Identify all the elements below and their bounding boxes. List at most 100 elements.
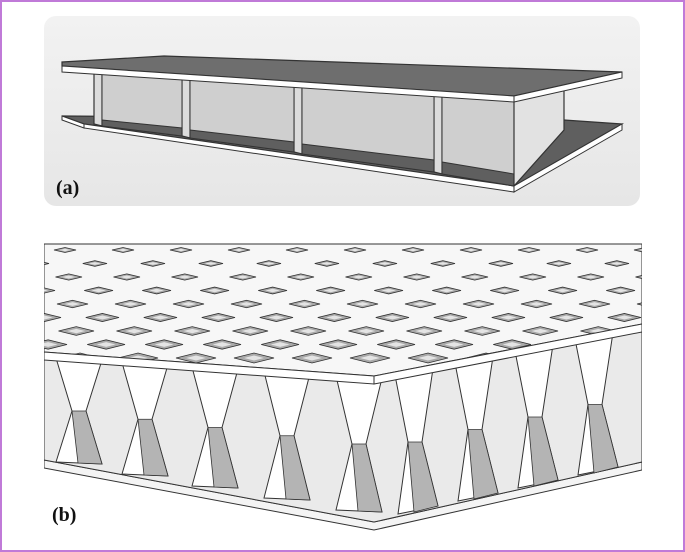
top-plate-cell-highlight: [357, 328, 376, 334]
top-plate-cell-highlight: [465, 248, 477, 252]
core-web: [293, 81, 303, 155]
top-plate-cell-highlight: [497, 288, 512, 293]
core-web: [93, 71, 103, 127]
top-plate-cell-highlight: [555, 288, 570, 293]
top-plate-cell-highlight: [152, 315, 169, 320]
top-plate-right-edge: [513, 71, 623, 103]
top-plate-cell-highlight: [44, 342, 58, 347]
top-plate-cell-highlight: [613, 288, 628, 293]
top-plate-cell-highlight: [328, 342, 348, 347]
top-plate-cell-highlight: [236, 275, 250, 279]
top-plate-cell-highlight: [523, 248, 535, 252]
core-cell-floors: [101, 119, 515, 187]
top-plate-cell-highlight: [94, 315, 111, 320]
top-plate-cell-highlight: [442, 315, 459, 320]
top-plate-cell-highlight: [378, 262, 391, 265]
top-plate-cell-highlight: [415, 328, 434, 334]
top-plate-cell-highlight: [354, 302, 371, 306]
top-plate-cell-highlight: [584, 275, 598, 279]
top-plate-cell-highlight: [175, 248, 187, 252]
top-plate-cell-highlight: [44, 315, 53, 320]
top-plate-cell: [44, 260, 50, 267]
top-plate-cell-highlight: [526, 275, 540, 279]
core-column-shade: [587, 404, 619, 474]
top-plate-cell-highlight: [62, 275, 76, 279]
top-plate-cell-highlight: [59, 248, 71, 252]
top-plate-cell-highlight: [386, 342, 406, 347]
top-plate-cell-highlight: [444, 342, 464, 347]
panel-b-label: (b): [52, 504, 77, 526]
top-plate-cell-highlight: [262, 262, 275, 265]
top-plate-cell-highlight: [180, 302, 197, 306]
core-web: [181, 75, 191, 139]
top-plate-cell-highlight: [183, 328, 202, 334]
top-plate-cell-highlight: [384, 315, 401, 320]
top-plate-cell-highlight: [500, 315, 517, 320]
top-plate-cell-highlight: [381, 288, 396, 293]
top-plate-cell-highlight: [154, 342, 174, 347]
top-plate-cell-highlight: [122, 302, 139, 306]
i-beam-core-sandwich-illustration: [61, 55, 625, 193]
top-plate-cell-highlight: [552, 262, 565, 265]
top-plate-cell-highlight: [291, 248, 303, 252]
top-plate-cell-highlight: [407, 248, 419, 252]
top-plate-cell-highlight: [120, 275, 134, 279]
top-plate-cell-highlight: [91, 288, 106, 293]
top-plate-cell-highlight: [210, 315, 227, 320]
top-plate-right-edge: [373, 323, 642, 385]
top-plate-cell-highlight: [610, 262, 623, 265]
top-plate-cell-highlight: [212, 342, 232, 347]
top-plate-cell-highlight: [270, 342, 290, 347]
core-column-shade: [527, 416, 559, 487]
top-plate-cell-highlight: [44, 288, 48, 293]
top-plate-cell-highlight: [207, 288, 222, 293]
core-column-shade: [467, 429, 499, 500]
top-plate-cell-highlight: [178, 275, 192, 279]
top-plate-cell-highlight: [494, 262, 507, 265]
top-plate-cell-highlight: [410, 275, 424, 279]
top-plate-cell-highlight: [96, 342, 116, 347]
top-plate-cell-highlight: [531, 328, 550, 334]
top-plate-cell-highlight: [360, 355, 380, 361]
top-plate-cell-highlight: [117, 248, 129, 252]
top-plate-cell-highlight: [349, 248, 361, 252]
panel-a: [44, 16, 640, 206]
top-plate-cell-highlight: [439, 288, 454, 293]
top-plate-cell: [44, 286, 56, 295]
top-plate-cell-highlight: [418, 355, 438, 361]
top-plate-cell-highlight: [558, 315, 575, 320]
top-plate-cell: [633, 247, 642, 253]
top-plate-cell-highlight: [352, 275, 366, 279]
top-plate-cell-highlight: [233, 248, 245, 252]
top-plate-cell-highlight: [265, 288, 280, 293]
core-column-shade: [137, 418, 169, 477]
top-plate-cell-highlight: [436, 262, 449, 265]
top-plate-cell-highlight: [186, 355, 206, 361]
core-web: [433, 89, 443, 175]
top-plate-cell-highlight: [581, 248, 593, 252]
core-column-shade: [407, 441, 439, 513]
top-plate-cell-highlight: [149, 288, 164, 293]
top-plate-cell-highlight: [64, 302, 81, 306]
top-plate-cell-highlight: [586, 302, 603, 306]
top-plate-cell-highlight: [268, 315, 285, 320]
top-plate-cell-highlight: [244, 355, 264, 361]
top-plate-cell-highlight: [302, 355, 322, 361]
core-columns: [55, 325, 619, 515]
top-plate-cell-highlight: [616, 315, 633, 320]
top-plate-cell-highlight: [412, 302, 429, 306]
top-plate-cell-highlight: [528, 302, 545, 306]
top-plate-cell-highlight: [204, 262, 217, 265]
top-plate-cell-highlight: [88, 262, 101, 265]
core-column-shade: [207, 427, 239, 489]
top-plate-cell-highlight: [470, 302, 487, 306]
top-plate-cell-highlight: [502, 342, 522, 347]
core-column-shade: [71, 410, 103, 465]
top-plate-cell-highlight: [299, 328, 318, 334]
top-plate-cell-highlight: [241, 328, 260, 334]
top-plate-cell-highlight: [323, 288, 338, 293]
core-column-shade: [279, 435, 311, 501]
core-column-shade: [351, 443, 383, 513]
top-plate-cell-highlight: [473, 328, 492, 334]
pyramidal-lattice-sandwich-illustration: [44, 243, 642, 531]
